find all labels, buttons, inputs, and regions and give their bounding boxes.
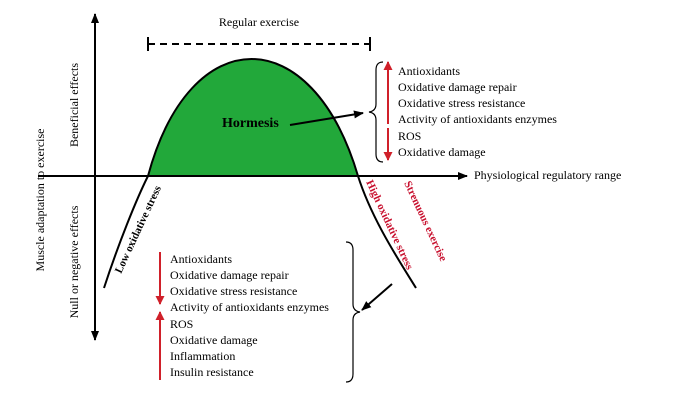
y-upper-label: Beneficial effects [67,63,81,147]
lower-up-item: Inflammation [170,349,235,363]
upper-down-item: Oxidative damage [398,145,486,159]
lower-effects: Antioxidants Oxidative damage repair Oxi… [155,241,393,383]
upper-up-item: Activity of antioxidants enzymes [398,112,557,126]
lower-down-item: Antioxidants [170,252,232,266]
upper-down-item: ROS [398,129,421,143]
lower-brace [345,241,361,383]
upper-up-item: Oxidative stress resistance [398,96,525,110]
hormesis-label: Hormesis [222,116,279,131]
lower-up-item: Oxidative damage [170,333,258,347]
hormesis-curve [103,58,417,289]
x-axis-label: Physiological regulatory range [474,168,621,182]
upper-effects: Antioxidants Oxidative damage repair Oxi… [368,61,557,163]
lower-down-item: Oxidative stress resistance [170,284,297,298]
y-lower-label: Null or negative effects [67,205,81,318]
upper-brace [368,61,384,163]
y-axis-label: Muscle adaptation to exercise [33,129,47,272]
lower-pointer-arrow [361,283,393,311]
lower-down-item: Activity of antioxidants enzymes [170,300,329,314]
hormesis-pointer-arrow [289,110,364,126]
regular-exercise-label: Regular exercise [219,15,299,29]
lower-up-item: ROS [170,317,193,331]
lower-down-item: Oxidative damage repair [170,268,289,282]
lower-up-item: Insulin resistance [170,365,254,379]
upper-up-item: Antioxidants [398,64,460,78]
hormesis-area [148,59,358,176]
upper-up-item: Oxidative damage repair [398,80,517,94]
